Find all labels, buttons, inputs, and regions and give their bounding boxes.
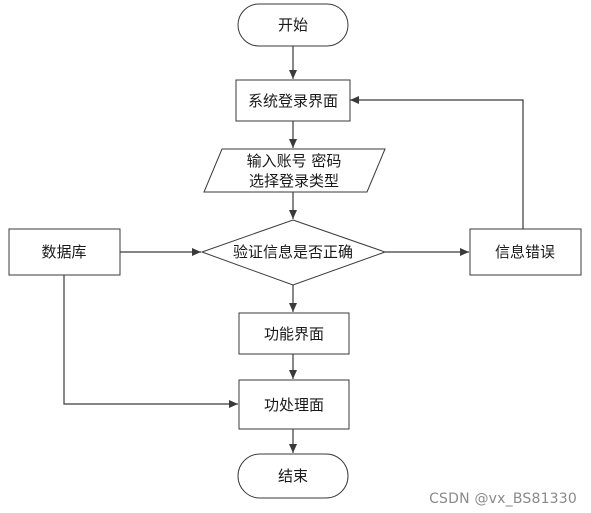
csdn-watermark: CSDN @vx_BS81330 xyxy=(429,491,577,507)
end-node: 结束 xyxy=(237,453,349,499)
start-label: 开始 xyxy=(278,16,308,34)
login-screen-label: 系统登录界面 xyxy=(248,92,338,110)
input-label-line1: 输入账号 密码 xyxy=(247,152,342,170)
end-label: 结束 xyxy=(278,467,308,485)
info-error-node: 信息错误 xyxy=(469,228,582,276)
input-node: 输入账号 密码 选择登录类型 xyxy=(203,148,386,193)
process-screen-label: 功处理面 xyxy=(264,396,324,414)
edge-database-to-process xyxy=(63,275,238,408)
function-screen-label: 功能界面 xyxy=(264,325,324,343)
database-node: 数据库 xyxy=(8,228,121,276)
info-error-label: 信息错误 xyxy=(495,243,555,261)
function-screen-node: 功能界面 xyxy=(238,312,350,355)
process-screen-node: 功处理面 xyxy=(238,379,350,430)
login-screen-node: 系统登录界面 xyxy=(235,79,351,122)
database-label: 数据库 xyxy=(41,243,86,261)
verify-label: 验证信息是否正确 xyxy=(233,243,353,261)
input-label-line2: 选择登录类型 xyxy=(249,172,339,190)
edges xyxy=(63,46,524,453)
start-node: 开始 xyxy=(237,3,349,47)
edge-error-to-login xyxy=(350,96,524,229)
verify-decision-node: 验证信息是否正确 xyxy=(200,219,387,286)
